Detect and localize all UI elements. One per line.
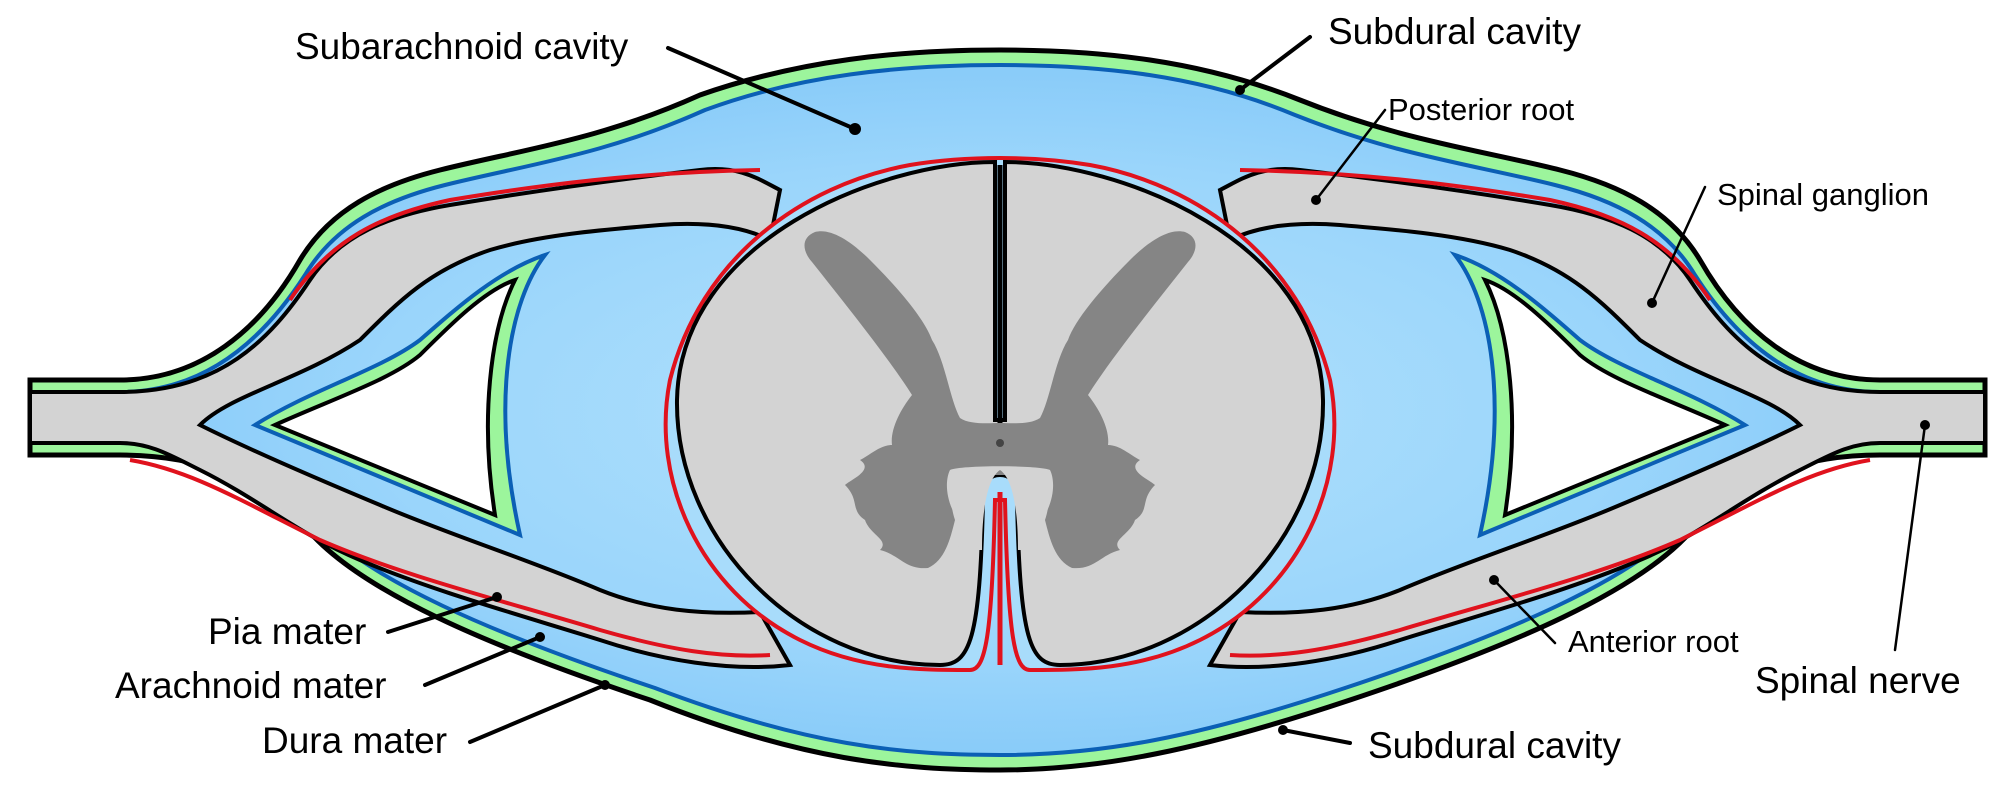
spinal-ganglion-text: Spinal ganglion — [1717, 177, 1929, 212]
pia-right-lower — [1229, 458, 1871, 658]
arachnoid-mater-text: Arachnoid mater — [115, 665, 386, 706]
right-spinal-nerve-roots — [1206, 167, 1987, 669]
label-subdural-cavity-top: Subdural cavity — [1235, 11, 1581, 95]
label-posterior-root: Posterior root — [1311, 92, 1574, 205]
right-epidural-hollow — [1481, 276, 1731, 519]
label-pia-mater: Pia mater — [208, 592, 502, 652]
dura-mater-text: Dura mater — [262, 720, 447, 761]
posterior-root-text: Posterior root — [1388, 92, 1574, 127]
grey-matter — [804, 231, 1196, 569]
label-subdural-cavity-bottom: Subdural cavity — [1278, 725, 1621, 766]
central-canal — [996, 439, 1004, 447]
anterior-white-commissure — [946, 466, 1054, 550]
subdural-cavity-bottom-text: Subdural cavity — [1368, 725, 1621, 766]
label-anterior-root: Anterior root — [1489, 575, 1739, 659]
subdural-cavity-top-text: Subdural cavity — [1328, 11, 1581, 52]
subarachnoid-cavity-text: Subarachnoid cavity — [295, 26, 629, 67]
label-arachnoid-mater: Arachnoid mater — [115, 632, 545, 706]
label-spinal-ganglion: Spinal ganglion — [1647, 177, 1929, 308]
anterior-root-text: Anterior root — [1568, 624, 1739, 659]
spinal-nerve-text: Spinal nerve — [1755, 660, 1961, 701]
pia-left-upper — [288, 168, 761, 302]
label-spinal-nerve: Spinal nerve — [1755, 420, 1961, 701]
label-dura-mater: Dura mater — [262, 680, 610, 761]
pia-left-lower — [129, 458, 771, 658]
label-subarachnoid-cavity: Subarachnoid cavity — [295, 26, 861, 135]
pia-mater-text: Pia mater — [208, 611, 366, 652]
left-spinal-nerve-roots — [28, 167, 794, 669]
left-epidural-hollow — [269, 276, 519, 519]
pia-right-upper — [1239, 168, 1712, 302]
